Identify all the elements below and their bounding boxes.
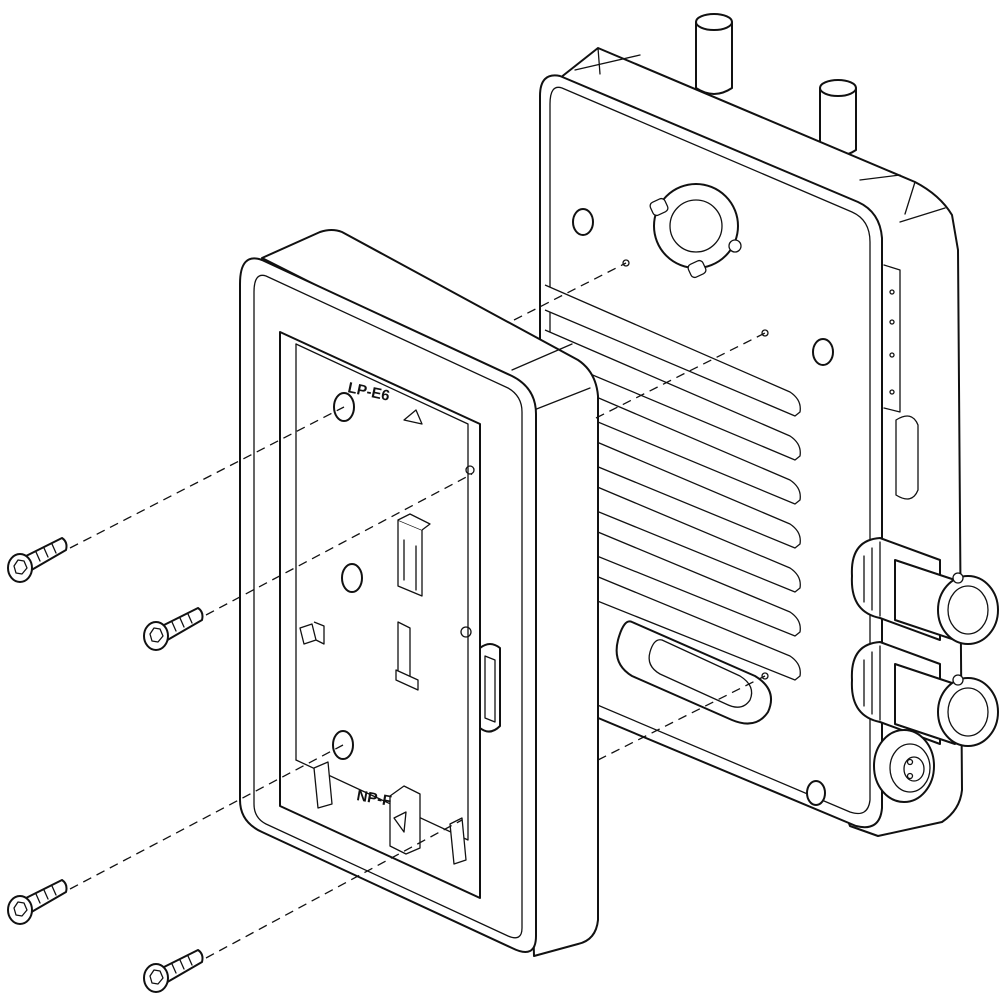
power-connector xyxy=(873,729,935,803)
transmitter-device xyxy=(539,13,999,837)
release-button xyxy=(479,643,501,733)
screw-2 xyxy=(143,607,204,651)
plate-hole xyxy=(341,563,363,593)
triangle-marker xyxy=(403,409,423,425)
cooling-fins xyxy=(544,284,801,681)
screw-hole xyxy=(572,208,594,236)
screw-hole xyxy=(806,780,826,806)
clip xyxy=(299,621,325,645)
assembly-lines xyxy=(69,262,766,959)
bnc-connector-lower xyxy=(850,641,999,747)
clip xyxy=(449,817,467,865)
bnc-connector-upper xyxy=(850,537,999,645)
antenna-left xyxy=(695,13,733,95)
battery-latch xyxy=(395,513,431,691)
screw-hole xyxy=(812,338,834,366)
side-panel xyxy=(883,264,919,500)
mount-ring xyxy=(649,183,742,279)
screw-3 xyxy=(7,879,68,925)
screw-1 xyxy=(7,537,68,583)
clip xyxy=(313,761,333,809)
side-slot xyxy=(895,415,919,500)
label-np-f: NP-F xyxy=(355,787,392,810)
screw-4 xyxy=(143,949,204,993)
battery-plate: LP-E6 NP-F xyxy=(239,229,599,957)
oval-port xyxy=(615,620,772,725)
